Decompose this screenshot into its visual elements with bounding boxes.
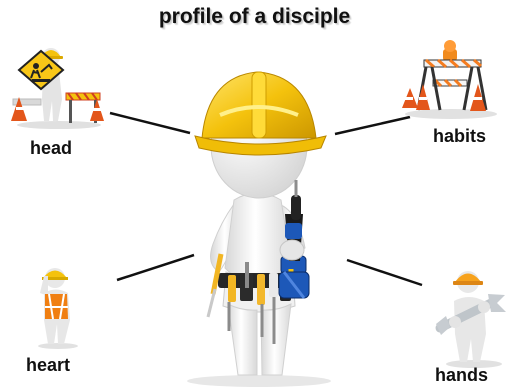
- roadwork-sign-worker-icon: [11, 48, 104, 129]
- head-label: head: [30, 138, 73, 158]
- habits-label: habits: [433, 126, 487, 146]
- waving-worker-icon: [38, 268, 78, 349]
- heart-label: heart: [26, 355, 71, 375]
- heart-connector: [116, 253, 195, 282]
- head-connector: [109, 111, 191, 135]
- habits-connector: [334, 115, 411, 136]
- disciple-worker-illustration: [187, 71, 331, 387]
- hands-label: hands: [435, 365, 489, 385]
- wrench-worker-icon: [435, 271, 506, 368]
- page-title: profile of a disciple: [158, 5, 351, 28]
- hands-connector: [346, 258, 423, 287]
- road-barrier-icon: [402, 40, 497, 119]
